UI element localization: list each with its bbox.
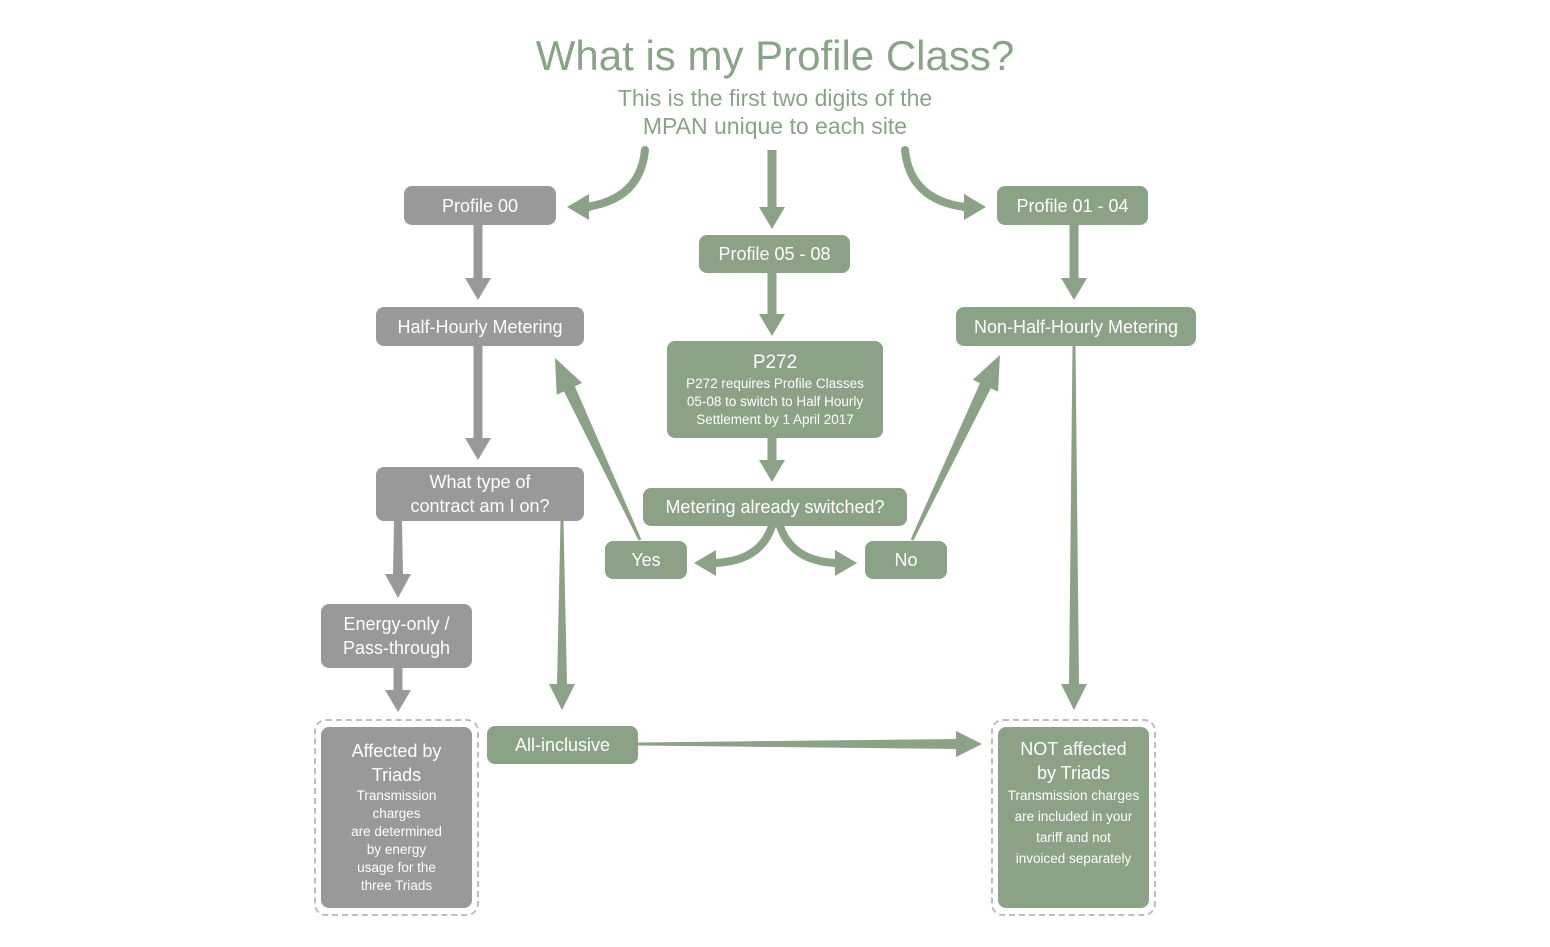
arrow: [1061, 346, 1087, 710]
label-line: Pass-through: [342, 638, 451, 658]
arrow: [901, 146, 969, 211]
arrow: [465, 225, 491, 300]
arrow: [581, 146, 649, 211]
node-all-inclusive: All-inclusive: [487, 726, 638, 764]
node-profile-05-08: Profile 05 - 08: [699, 235, 850, 273]
arrow: [555, 358, 642, 541]
arrow: [776, 522, 842, 567]
label-line: by Triads: [1036, 763, 1111, 783]
label-line: What type of: [429, 472, 531, 492]
text-line: charges: [372, 806, 421, 821]
text-line: are determined: [351, 824, 442, 839]
arrow: [549, 521, 575, 710]
node-no: No: [865, 541, 947, 579]
node-already-switched: Metering already switched?: [643, 488, 907, 526]
label-line: NOT affected: [1020, 739, 1127, 759]
label-line: Energy-only /: [343, 614, 450, 634]
dashed-outline: [314, 719, 479, 916]
text-line: three Triads: [360, 878, 433, 893]
arrow: [759, 438, 785, 482]
text-line: Transmission: [356, 788, 437, 803]
text-line: tariff and not: [1036, 830, 1111, 845]
title: What is my Profile Class?: [535, 32, 1015, 79]
text-line: Transmission charges: [1007, 788, 1140, 803]
p272-title: P272: [752, 351, 798, 373]
text-line: usage for the: [357, 860, 436, 875]
arrow: [759, 273, 785, 336]
node-affected-by-triads: Affected by Triads Transmission charges …: [321, 727, 472, 908]
arrow: [833, 550, 857, 576]
label-line: Affected by: [351, 741, 442, 761]
arrow: [385, 521, 411, 598]
node-yes: Yes: [605, 541, 687, 579]
arrow: [1061, 225, 1087, 300]
node-profile-01-04: Profile 01 - 04: [997, 186, 1148, 225]
node-p272: P272 P272 requires Profile Classes 05-08…: [667, 341, 883, 438]
arrow: [385, 668, 411, 712]
arrow: [910, 355, 1000, 541]
p272-text: Settlement by 1 April 2017: [696, 411, 854, 427]
p272-text: P272 requires Profile Classes: [686, 375, 864, 391]
node-contract-type: What type of contract am I on?: [376, 467, 584, 521]
label-line: Triads: [371, 765, 422, 785]
label-line: contract am I on?: [410, 496, 550, 516]
subtitle-line: MPAN unique to each site: [642, 113, 908, 139]
dashed-outline: [991, 719, 1156, 916]
arrow: [465, 346, 491, 460]
arrow: [567, 194, 591, 220]
arrow: [638, 731, 982, 757]
node-energy-only: Energy-only / Pass-through: [321, 604, 472, 668]
text-line: by energy: [366, 842, 427, 857]
arrow: [962, 194, 986, 220]
arrow: [709, 522, 776, 567]
arrow: [694, 550, 718, 576]
text-line: invoiced separately: [1015, 851, 1132, 866]
subtitle: This is the first two digits of the MPAN…: [0, 84, 1550, 140]
subtitle-line: This is the first two digits of the: [617, 85, 933, 111]
node-half-hourly: Half-Hourly Metering: [376, 307, 584, 346]
node-profile-00: Profile 00: [404, 186, 556, 225]
node-not-affected-by-triads: NOT affected by Triads Transmission char…: [998, 727, 1149, 908]
node-non-half-hourly: Non-Half-Hourly Metering: [956, 307, 1196, 346]
text-line: are included in your: [1014, 809, 1133, 824]
arrow: [759, 150, 785, 229]
p272-text: 05-08 to switch to Half Hourly: [686, 393, 864, 409]
